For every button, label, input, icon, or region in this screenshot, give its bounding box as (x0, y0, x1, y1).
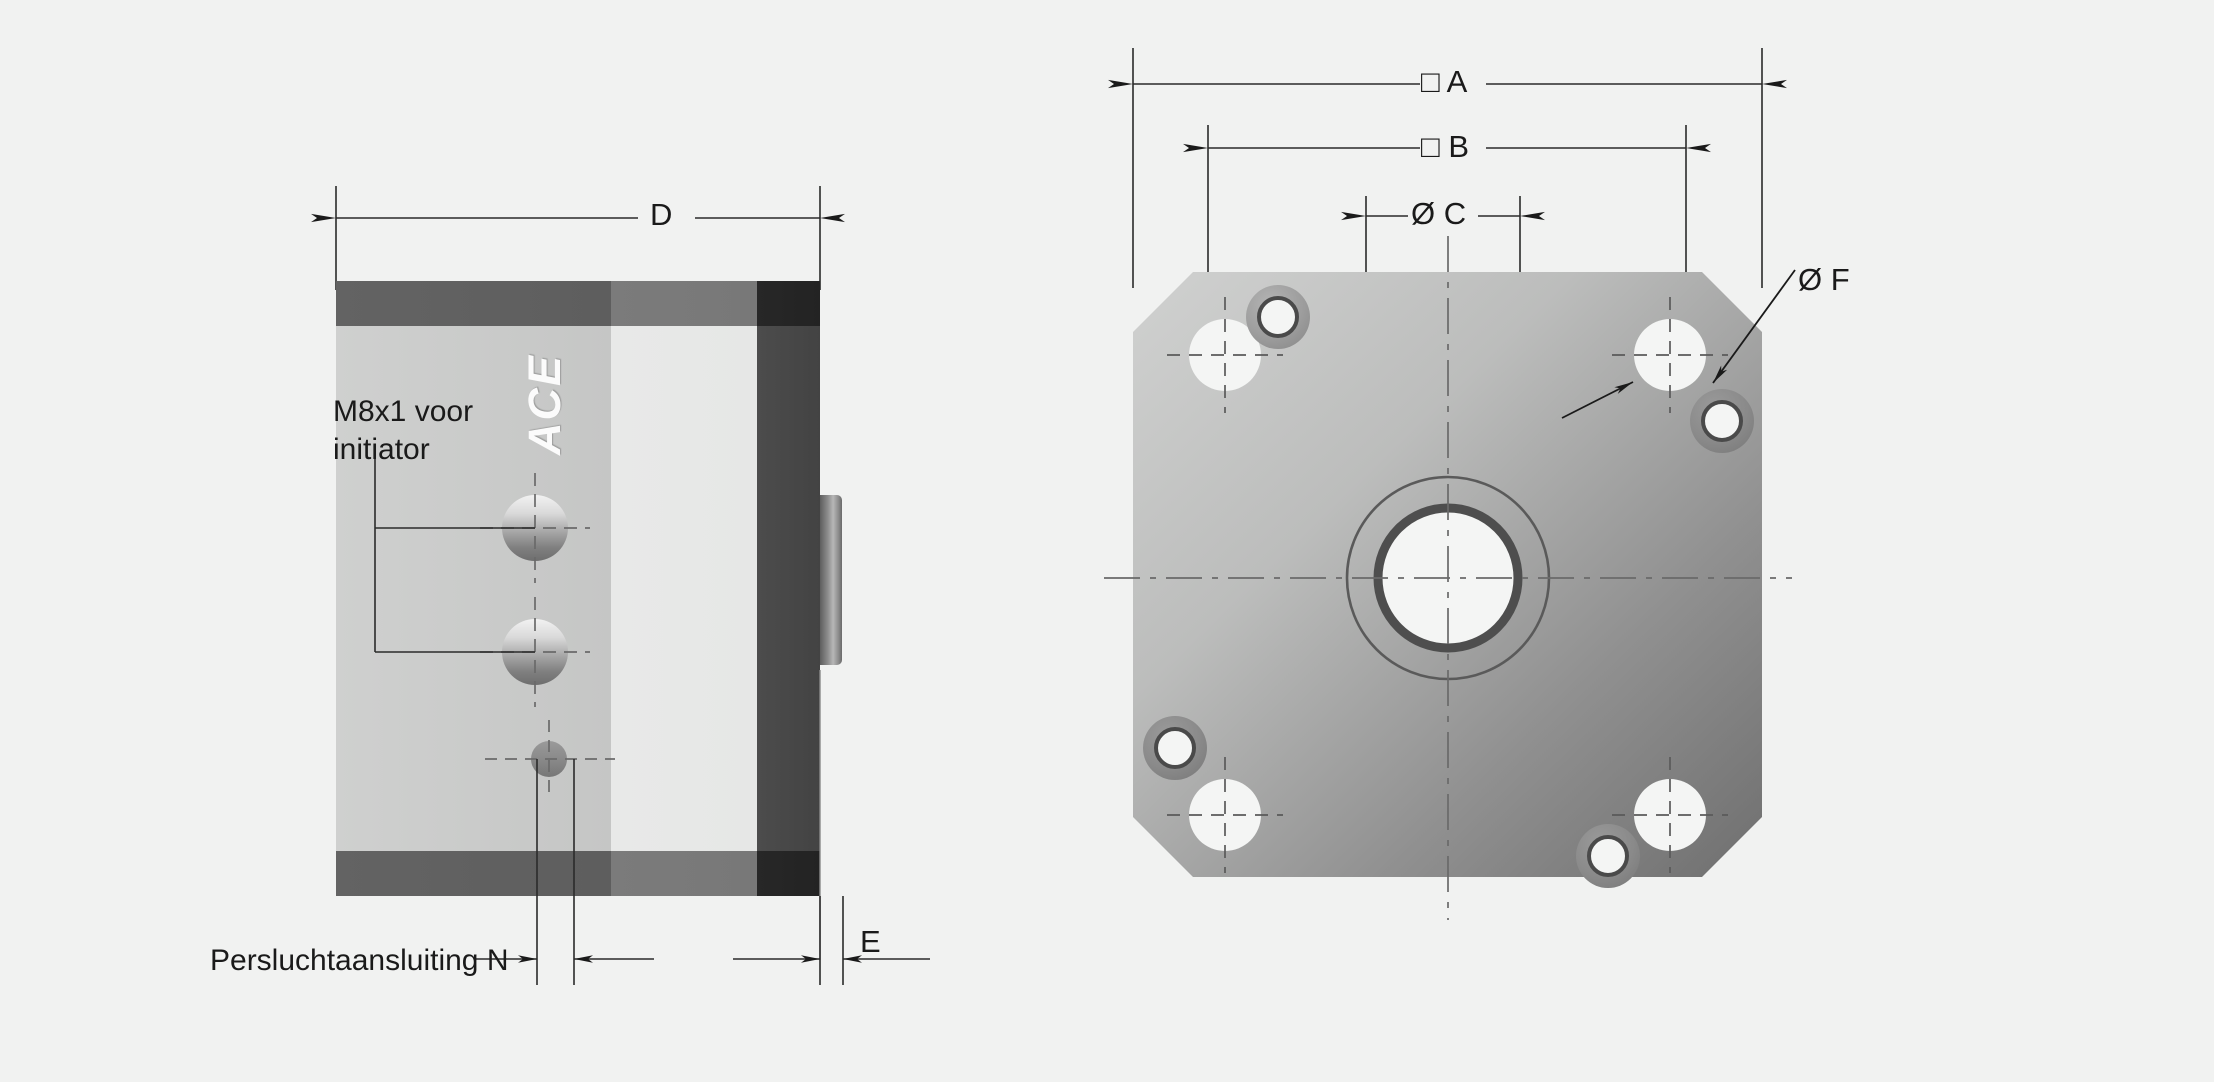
cap-band-left (336, 281, 611, 326)
ace-logo: ACE (519, 353, 570, 455)
cap-band-bottom-left (336, 851, 611, 896)
body-band-mid (611, 326, 757, 851)
dimension-n (474, 759, 654, 985)
mounting-hole-top-right (1612, 297, 1728, 413)
dimension-label-e: E (860, 924, 881, 959)
air-connection-port (485, 720, 615, 800)
dimension-d (311, 186, 845, 290)
mounting-hole-bottom-right-centerlines (1612, 757, 1728, 873)
cylinder-body (336, 281, 842, 960)
leader-diameter-f (1561, 269, 1796, 419)
dimension-label-a: □ A (1421, 64, 1468, 99)
dimension-label-c: Ø C (1411, 196, 1467, 231)
mounting-hole-bottom-left (1167, 757, 1283, 873)
dimension-e (733, 896, 930, 985)
dimension-label-b: □ B (1421, 129, 1470, 164)
cap-band-bottom-right (757, 851, 820, 896)
leader-f-upper (1712, 269, 1796, 384)
mounting-hole-top-left (1167, 297, 1283, 413)
mounting-hole-top-left-circle (1189, 319, 1261, 391)
counterbore-bottom-right-inner (1587, 835, 1629, 877)
front-view-group (1104, 48, 1796, 920)
cap-band-bottom-mid (611, 851, 757, 896)
cap-band-right (757, 281, 820, 326)
counterbore-bottom-right (1576, 824, 1640, 888)
cap-band-mid (611, 281, 757, 326)
leader-m8x1 (374, 457, 535, 653)
leader-f-lower (1561, 381, 1634, 419)
side-view-group (311, 186, 930, 985)
mounting-hole-bottom-right-circle (1634, 779, 1706, 851)
dimension-label-f: Ø F (1798, 262, 1850, 297)
mounting-hole-top-right-circle (1634, 319, 1706, 391)
mounting-hole-bottom-left-centerlines (1167, 757, 1283, 873)
counterbore-top-left (1246, 285, 1310, 349)
counterbore-top-left-inner (1257, 296, 1299, 338)
body-band-right (757, 326, 820, 851)
mounting-hole-top-left-centerlines (1167, 297, 1283, 413)
callout-m8x1-line2: initiator (333, 433, 430, 466)
counterbore-bottom-left-inner (1154, 727, 1196, 769)
dimension-label-d: D (650, 197, 673, 232)
callout-persluchtaansluiting: Persluchtaansluiting N (210, 944, 509, 977)
callout-m8x1-line1: M8x1 voor (333, 395, 474, 428)
counterbore-bottom-left (1143, 716, 1207, 780)
air-connection-centerlines (485, 720, 615, 800)
mounting-hole-top-right-centerlines (1612, 297, 1728, 413)
counterbore-top-right (1690, 389, 1754, 453)
mounting-hole-bottom-right (1612, 757, 1728, 873)
counterbore-top-right-inner (1701, 400, 1743, 442)
dimension-a (1108, 48, 1787, 288)
piston-rod-stub (820, 495, 842, 665)
plate-centerlines (1104, 236, 1792, 920)
mounting-hole-bottom-left-circle (1189, 779, 1261, 851)
